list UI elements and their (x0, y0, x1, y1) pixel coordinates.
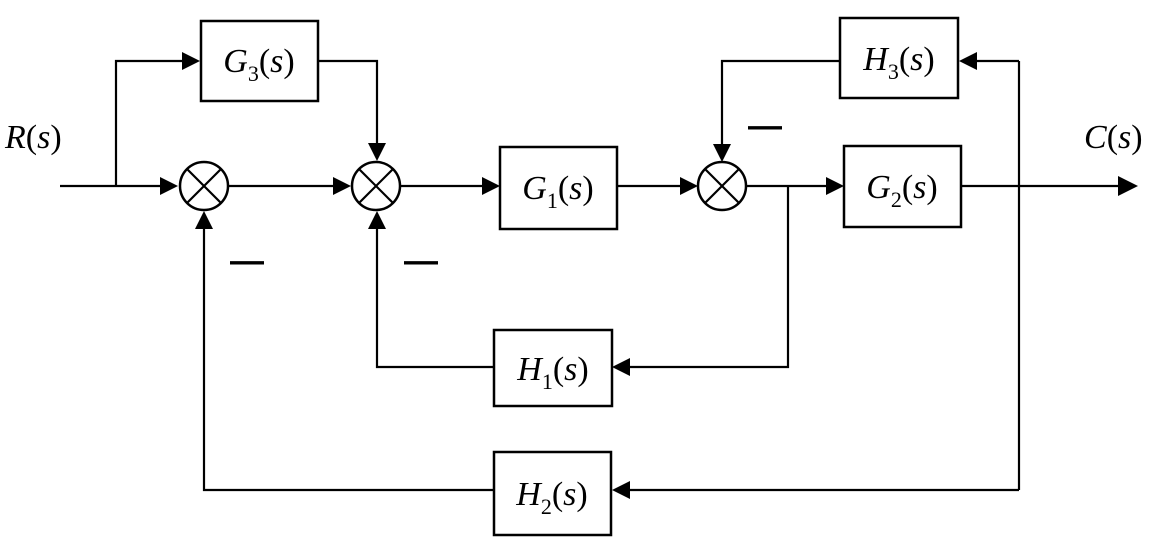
block-g3-sub: 3 (248, 61, 259, 86)
arrow-into-sum2 (333, 177, 351, 195)
wire-to-g3 (114, 59, 184, 186)
arrow-into-sum1 (160, 177, 178, 195)
arrow-into-h2 (612, 481, 630, 499)
block-h2: H2(s) (492, 450, 613, 537)
block-h1-name: H (516, 351, 544, 388)
arrow-output (1118, 176, 1138, 196)
block-g1-sub: 1 (547, 188, 558, 213)
summing-junction-1 (178, 160, 230, 212)
arrow-into-g3 (182, 52, 200, 70)
arrow-h2-into-sum1 (195, 211, 213, 229)
arrow-into-g2 (826, 177, 844, 195)
svg-text:H3(s): H3(s) (862, 41, 934, 84)
summing-junction-3 (696, 160, 748, 212)
block-h1-sub: 1 (542, 369, 553, 394)
block-h3-name: H (862, 41, 890, 78)
block-g2-sub: 2 (891, 187, 902, 212)
block-h3: H3(s) (838, 16, 960, 100)
arrow-into-sum3 (680, 177, 698, 195)
minus-sign-sum3: — (748, 107, 782, 145)
block-g3: G3(s) (199, 19, 320, 103)
block-h2-arg: s (563, 476, 576, 513)
block-g3-arg: s (270, 43, 283, 80)
svg-text:G2(s): G2(s) (866, 169, 937, 212)
minus-sign-sum1: — (230, 242, 264, 280)
block-h3-arg: s (910, 41, 923, 78)
arrow-into-h1 (612, 358, 630, 376)
wire-from-g3 (318, 59, 379, 145)
block-g2: G2(s) (842, 144, 963, 229)
block-g3-name: G (223, 43, 248, 80)
block-g2-name: G (866, 169, 891, 206)
block-h1: H1(s) (492, 328, 614, 408)
minus-sign-sum2: — (404, 242, 438, 280)
wire-h1-return (375, 228, 494, 369)
block-h2-sub: 2 (541, 494, 552, 519)
input-signal-label: R(s) (4, 119, 62, 156)
block-h3-sub: 3 (888, 59, 899, 84)
output-signal-label: C(s) (1084, 119, 1143, 156)
wire-h1-takeoff (628, 186, 790, 369)
wire-h2-return (202, 228, 494, 492)
svg-text:H1(s): H1(s) (516, 351, 588, 394)
svg-text:H2(s): H2(s) (515, 476, 587, 519)
arrow-g3-into-sum2 (368, 143, 386, 161)
block-g1: G1(s) (498, 145, 619, 231)
arrow-into-g1 (482, 177, 500, 195)
block-g1-arg: s (569, 170, 582, 207)
block-g2-arg: s (913, 169, 926, 206)
wire-h3-return (720, 59, 840, 146)
svg-text:G3(s): G3(s) (223, 43, 294, 86)
arrow-h1-into-sum2 (368, 211, 386, 229)
arrow-into-h3 (959, 52, 977, 70)
svg-text:G1(s): G1(s) (522, 170, 593, 213)
block-h2-name: H (515, 476, 543, 513)
arrow-h3-into-sum3 (713, 144, 731, 162)
block-h1-arg: s (564, 351, 577, 388)
summing-junction-2 (350, 160, 402, 212)
block-g1-name: G (522, 170, 547, 207)
